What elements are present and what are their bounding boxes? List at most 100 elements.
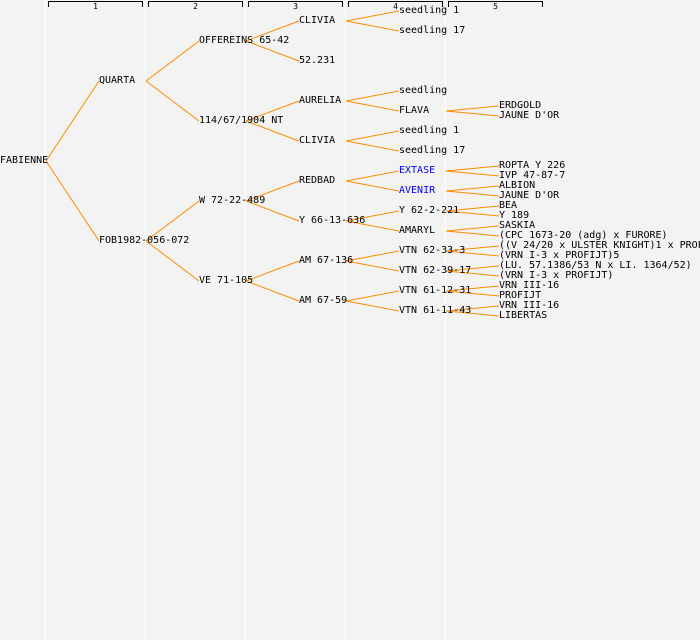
pedigree-link <box>345 300 400 312</box>
pedigree-link <box>245 40 300 62</box>
pedigree-link <box>345 210 400 222</box>
pedigree-link <box>145 200 200 242</box>
pedigree-link <box>245 120 300 142</box>
pedigree-node: VTN 62-33-3 <box>399 245 466 256</box>
pedigree-link <box>345 130 400 142</box>
pedigree-node: seedling 1 <box>399 5 460 16</box>
pedigree-node: BEA <box>499 200 518 211</box>
pedigree-link <box>345 170 400 182</box>
generation-header-label: 1 <box>93 2 98 11</box>
pedigree-link <box>445 250 500 257</box>
pedigree-link <box>245 100 300 122</box>
pedigree-link <box>445 290 500 297</box>
pedigree-link <box>445 105 500 112</box>
pedigree-node: AURELIA <box>299 95 342 106</box>
pedigree-node: ERDGOLD <box>499 100 542 111</box>
column-divider <box>145 0 146 640</box>
pedigree-node: JAUNE D'OR <box>499 110 560 121</box>
pedigree-node: Y 62-2-221 <box>399 205 460 216</box>
pedigree-node: seedling 17 <box>399 145 466 156</box>
generation-header-label: 5 <box>493 2 498 11</box>
pedigree-node: (CPC 1673-20 (adg) x FURORE) <box>499 230 668 241</box>
pedigree-link <box>245 200 300 222</box>
column-divider <box>445 0 446 640</box>
pedigree-node: ROPTA Y 226 <box>499 160 566 171</box>
pedigree-link <box>445 270 500 277</box>
pedigree-link <box>445 210 500 217</box>
pedigree-link <box>45 160 100 242</box>
pedigree-node: OFFEREINS 65-42 <box>199 35 290 46</box>
pedigree-node: W 72-22-489 <box>199 195 266 206</box>
pedigree-link <box>445 205 500 212</box>
pedigree-node: Y 189 <box>499 210 530 221</box>
pedigree-link <box>445 265 500 272</box>
pedigree-node: VE 71-105 <box>199 275 254 286</box>
pedigree-link <box>445 110 500 117</box>
pedigree-link <box>445 225 500 232</box>
pedigree-link <box>345 260 400 272</box>
pedigree-node: PROFIJT <box>499 290 542 301</box>
pedigree-node: SASKIA <box>499 220 536 231</box>
pedigree-node: IVP 47-87-7 <box>499 170 566 181</box>
column-divider <box>245 0 246 640</box>
generation-header-label: 3 <box>293 2 298 11</box>
column-divider <box>45 0 46 640</box>
pedigree-node: seedling <box>399 85 448 96</box>
pedigree-node: VTN 61-11-43 <box>399 305 472 316</box>
pedigree-node: ((V 24/20 x ULSTER KNIGHT)1 x PROF <box>499 240 700 251</box>
pedigree-link <box>345 250 400 262</box>
pedigree-link <box>345 100 400 112</box>
pedigree-link <box>445 190 500 197</box>
generation-header-4: 4 <box>348 1 443 11</box>
pedigree-node: (VRN I-3 x PROFIJT) <box>499 270 614 281</box>
pedigree-link <box>445 230 500 237</box>
pedigree-node: QUARTA <box>99 75 136 86</box>
pedigree-link <box>245 280 300 302</box>
pedigree-node: AM 67-59 <box>299 295 348 306</box>
pedigree-link <box>45 80 100 162</box>
generation-header-5: 5 <box>448 1 543 11</box>
pedigree-node: FOB1982-056-072 <box>99 235 190 246</box>
pedigree-link <box>145 80 200 122</box>
pedigree-node: FABIENNE <box>0 155 49 166</box>
pedigree-link <box>445 245 500 252</box>
pedigree-link <box>145 40 200 82</box>
generation-header-3: 3 <box>248 1 343 11</box>
pedigree-node: 114/67/1904 NT <box>199 115 284 126</box>
pedigree-node: Y 66-13-636 <box>299 215 366 226</box>
pedigree-node: JAUNE D'OR <box>499 190 560 201</box>
pedigree-node: ALBION <box>499 180 536 191</box>
pedigree-node: (LU. 57.1386/53 N x LI. 1364/52) <box>499 260 692 271</box>
generation-header-label: 2 <box>193 2 198 11</box>
pedigree-node: REDBAD <box>299 175 336 186</box>
pedigree-link <box>245 260 300 282</box>
pedigree-link <box>345 140 400 152</box>
pedigree-node: 52.231 <box>299 55 336 66</box>
pedigree-link <box>345 20 400 32</box>
pedigree-link <box>445 310 500 317</box>
pedigree-link <box>445 285 500 292</box>
pedigree-node: (VRN I-3 x PROFIJT)5 <box>499 250 620 261</box>
pedigree-node: CLIVIA <box>299 15 336 26</box>
generation-header-label: 4 <box>393 2 398 11</box>
pedigree-node: seedling 1 <box>399 125 460 136</box>
pedigree-node: FLAVA <box>399 105 430 116</box>
pedigree-link <box>345 180 400 192</box>
pedigree-link <box>245 180 300 202</box>
column-divider <box>345 0 346 640</box>
pedigree-node: seedling 17 <box>399 25 466 36</box>
pedigree-link <box>445 165 500 172</box>
pedigree-node: AM 67-136 <box>299 255 354 266</box>
pedigree-link <box>445 185 500 192</box>
pedigree-link <box>445 305 500 312</box>
pedigree-link <box>445 170 500 177</box>
pedigree-link <box>345 10 400 22</box>
pedigree-node: VTN 61-12-31 <box>399 285 472 296</box>
generation-header-1: 1 <box>48 1 143 11</box>
pedigree-node: AMARYL <box>399 225 436 236</box>
generation-header-2: 2 <box>148 1 243 11</box>
pedigree-link <box>345 90 400 102</box>
pedigree-node: VRN III-16 <box>499 280 560 291</box>
pedigree-link <box>145 240 200 282</box>
